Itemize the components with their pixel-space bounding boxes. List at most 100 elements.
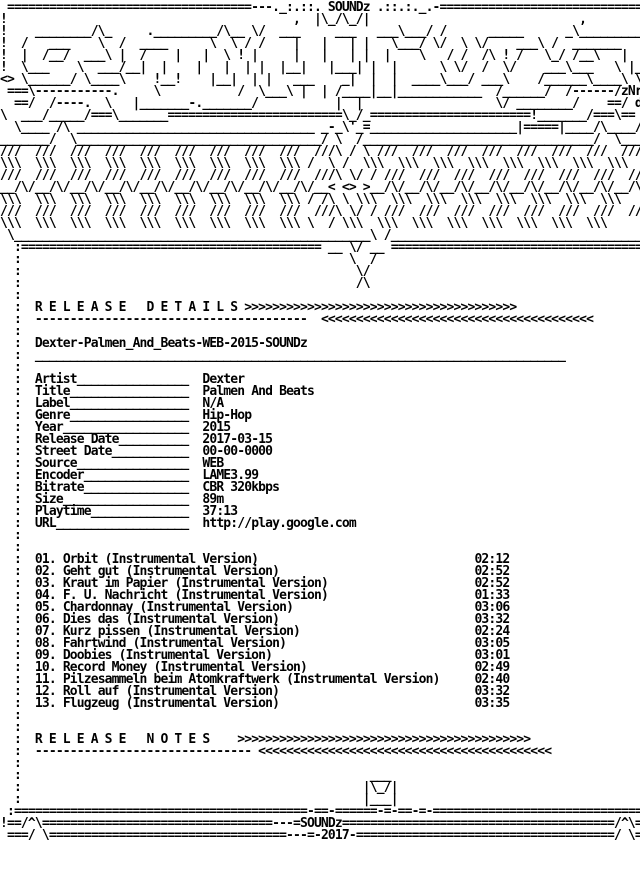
header-art-line: \\\ \\\ \\\ \\\ \\\ \\\ \\\ \\\ \\\ \ / … <box>0 216 640 231</box>
header-art-text: \\\ \\\ \\\ \\\ \\\ \\\ \\\ \\\ \\\ / \ … <box>0 156 629 171</box>
footer-crown-line: : ___ : <box>0 769 640 782</box>
label-fill: _________________ <box>69 396 189 411</box>
header-art-text: ! \___ \ ___/__| | | | | | |__| |___| | … <box>0 60 640 75</box>
release-field-value: 37:13 <box>202 504 238 519</box>
border-text: : <box>0 696 35 711</box>
footer-rule-soundz: !==/^\=================================-… <box>0 816 640 831</box>
header-art-line: ! ________/\_ ._________/\__ \/ ___ ___ … <box>0 25 640 38</box>
label-fill: __________ <box>118 432 190 447</box>
footer-rule-text: ===/ \==================================… <box>0 828 315 843</box>
border-text: : <box>0 564 35 579</box>
track-time: 02:52 <box>474 564 510 579</box>
border-text: : <box>0 300 35 315</box>
track-title: Chardonnay (Instrumental Version) <box>62 600 294 615</box>
footer-label-soundz: SOUNDz <box>300 816 343 831</box>
release-field-label: Label <box>34 396 71 411</box>
border-text: : <box>0 372 35 387</box>
section-title-release-details: R E L E A S E D E T A I L S <box>34 300 238 315</box>
release-field-label: Street Date <box>34 444 113 459</box>
track-number: 11. <box>34 672 57 687</box>
section-underline: ------------------------------- <box>34 744 252 759</box>
header-art-text: <> \______/ \____\ !__! |__| | | ___ _| … <box>0 72 640 87</box>
track-row: : 02. Geht gut (Instrumental Version) 02… <box>0 564 640 579</box>
header-art-text: : \/ : <box>0 264 640 279</box>
release-field-label: Release Date <box>34 432 120 447</box>
track-title: Dies das (Instrumental Version) <box>62 612 280 627</box>
track-row: : 13. Flugzeug (Instrumental Version) 03… <box>0 696 640 711</box>
header-art-line: __/\/__/\/__/\/__/\/__/\/__/\/__/\/__/\/… <box>0 180 640 195</box>
header-art-text: \\\ \\\ \\\ \\\ \\\ \\\ \\\ \\\ \\\ / /\… <box>0 192 622 207</box>
border-text: : <box>0 600 35 615</box>
release-field-row: : Size__________________ 89m <box>0 492 640 507</box>
release-field-label: URL <box>34 516 57 531</box>
track-time: 02:24 <box>474 624 510 639</box>
spacer-line: : : <box>0 289 640 302</box>
track-row: : 10. Record Money (Instrumental Version… <box>0 660 640 675</box>
release-name-rule: : ______________________________________… <box>0 348 640 363</box>
footer-year-open: - <box>313 828 322 843</box>
label-fill: ___________________ <box>55 516 189 531</box>
border-text: : <box>0 624 35 639</box>
footer-rule-text: :=======================================… <box>0 804 640 819</box>
border-text: : : <box>0 756 640 771</box>
release-field-row: : Release Date__________ 2017-03-15 <box>0 432 640 447</box>
border-text: : : <box>0 540 640 555</box>
border-text: : <box>0 312 35 327</box>
border-text: : <box>0 432 35 447</box>
release-name: Dexter-Palmen_And_Beats-WEB-2015-SOUNDz <box>34 336 308 351</box>
header-art-line: ! / ___ \ / ____ \ \ / / | | | | \___/ \… <box>0 37 640 50</box>
border-text: : : <box>0 360 640 375</box>
border-text: : <box>0 744 35 759</box>
release-field-row: : Genre_________________ Hip-Hop <box>0 408 640 423</box>
header-art-line: \ ___/_____/===\_______=================… <box>0 108 640 123</box>
header-art-text: ==/ /----. \ |_______-._______/ | | \/ _… <box>0 96 640 111</box>
header-art-line: ===================================---._… <box>0 0 640 15</box>
section-rule-release-details: : --------------------------------------… <box>0 312 640 327</box>
border-text: : <box>0 648 35 663</box>
border-text: : <box>0 336 35 351</box>
header-art-text: \_______________________________________… <box>0 228 640 243</box>
border-text: : <box>0 384 35 399</box>
release-field-label: Size <box>34 492 64 507</box>
track-time: 02:12 <box>474 552 510 567</box>
track-title: Orbit (Instrumental Version) <box>62 552 259 567</box>
section-title-release-notes: R E L E A S E N O T E S <box>34 732 210 747</box>
footer-rule-top: :=======================================… <box>0 804 640 819</box>
header-art-text: \\\ \\\ \\\ \\\ \\\ \\\ \\\ \\\ \\\ \ / … <box>0 216 608 231</box>
track-time: 03:01 <box>474 648 510 663</box>
release-field-label: Source <box>34 456 78 471</box>
track-row: : 06. Dies das (Instrumental Version) 03… <box>0 612 640 627</box>
header-art-line: : \/ : <box>0 264 640 279</box>
footer-rule-text: =====================================/ \… <box>355 828 640 843</box>
border-text: : <box>0 576 35 591</box>
section-rule-release-notes: : ------------------------------- <<<<<<… <box>0 744 640 759</box>
track-number: 08. <box>34 636 57 651</box>
release-field-value: Hip-Hop <box>202 408 252 423</box>
header-art-text: \ ___/_____/===\_______=================… <box>0 108 636 123</box>
release-field-row: : Year__________________ 2015 <box>0 420 640 435</box>
header-art-line: ! , |\_/\_/| , <box>0 13 640 26</box>
border-text: : <box>0 672 35 687</box>
header-art-line: _______/ \______________________________… <box>0 133 640 146</box>
release-field-label: Title <box>34 384 71 399</box>
header-art-line: ! \___ \ ___/__| | | | | | |__| |___| | … <box>0 60 640 75</box>
border-text: : <box>0 408 35 423</box>
header-art-line: \\\ \\\ \\\ \\\ \\\ \\\ \\\ \\\ \\\ / /\… <box>0 192 640 207</box>
header-art-line: /// /// /// /// /// /// /// /// /// ///\… <box>0 205 640 218</box>
header-art-text: :=======================================… <box>0 240 640 255</box>
release-field-label: Playtime <box>34 504 92 519</box>
header-art-text: /// /// /// /// /// /// /// /// /// ///\… <box>0 144 640 159</box>
track-time: 02:49 <box>474 660 510 675</box>
border-text: : <box>0 492 35 507</box>
track-title: Record Money (Instrumental Version) <box>62 660 308 675</box>
section-arrows-right: >>>>>>>>>>>>>>>>>>>>>>>>>>>>>>>>>>>>>>>>… <box>237 732 531 747</box>
header-art-text: ===================================---._… <box>0 0 640 15</box>
header-art-text: __/\/__/\/__/\/__/\/__/\/__/\/__/\/__/\/… <box>0 180 640 195</box>
header-art-line: ! | /__/ ___\ | / | | \ ! | | | | | | \ … <box>0 49 640 62</box>
release-field-label: Year <box>34 420 64 435</box>
track-row: : 12. Roll auf (Instrumental Version) 03… <box>0 685 640 698</box>
spacer-line: : : <box>0 325 640 338</box>
header-art-line: \\\ \\\ \\\ \\\ \\\ \\\ \\\ \\\ \\\ / \ … <box>0 156 640 171</box>
border-text: : <box>0 348 35 363</box>
track-time: 01:33 <box>474 588 510 603</box>
